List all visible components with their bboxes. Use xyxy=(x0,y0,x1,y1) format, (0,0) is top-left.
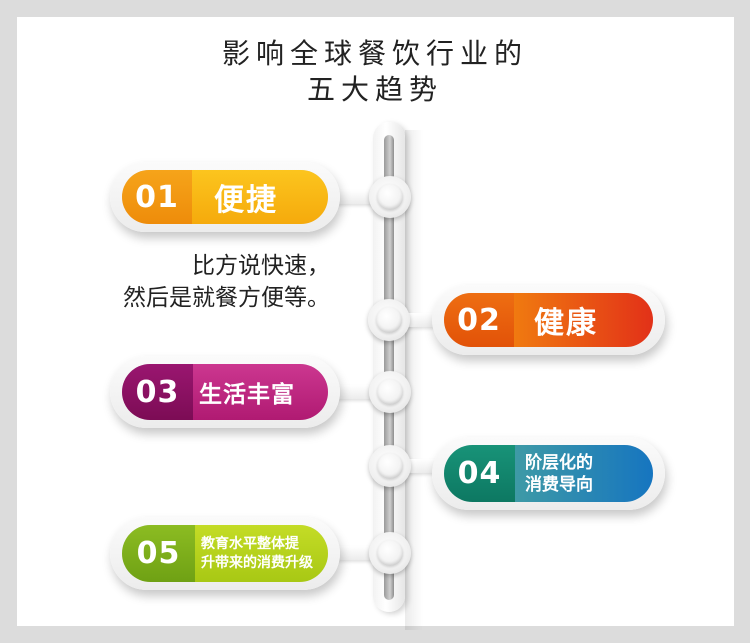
timeline-node-01 xyxy=(369,176,411,218)
trend-pill-02-inner: 02 健康 xyxy=(444,293,653,347)
trend-label: 阶层化的 消费导向 xyxy=(515,445,653,502)
title-line-1: 影响全球餐饮行业的 xyxy=(221,37,528,70)
timeline-node-05 xyxy=(369,532,411,574)
trend-label: 教育水平整体提 升带来的消费升级 xyxy=(195,525,328,582)
connector-04 xyxy=(402,459,438,473)
trend-label: 便捷 xyxy=(192,170,328,224)
trend-pill-01-inner: 01 便捷 xyxy=(122,170,328,224)
title-line-2: 五大趋势 xyxy=(306,73,443,106)
trend-pill-03-inner: 03 生活丰富 xyxy=(122,364,328,420)
trend-pill-05-inner: 05 教育水平整体提 升带来的消费升级 xyxy=(122,525,328,582)
trend-label-line-1: 教育水平整体提 xyxy=(201,535,299,552)
trend-label: 生活丰富 xyxy=(193,364,328,420)
connector-02 xyxy=(402,313,438,327)
trend-pill-01: 01 便捷 xyxy=(110,162,340,232)
timeline-node-03 xyxy=(369,371,411,413)
timeline-node-04 xyxy=(369,445,411,487)
trend-01-description: 比方说快速， 然后是就餐方便等。 xyxy=(60,250,330,314)
description-line-2: 然后是就餐方便等。 xyxy=(123,285,330,311)
trend-pill-05: 05 教育水平整体提 升带来的消费升级 xyxy=(110,517,340,590)
trend-number: 01 xyxy=(122,170,192,224)
trend-label: 健康 xyxy=(514,293,653,347)
trend-pill-03: 03 生活丰富 xyxy=(110,356,340,428)
timeline-node-02 xyxy=(368,299,410,341)
trend-pill-04-inner: 04 阶层化的 消费导向 xyxy=(444,445,653,502)
rail-shadow xyxy=(405,130,423,630)
trend-number: 04 xyxy=(444,445,515,502)
trend-pill-04: 04 阶层化的 消费导向 xyxy=(432,437,665,510)
trend-pill-02: 02 健康 xyxy=(432,285,665,355)
trend-number: 03 xyxy=(122,364,193,420)
trend-label-line-1: 阶层化的 xyxy=(525,452,593,473)
description-line-1: 比方说快速， xyxy=(192,253,330,279)
trend-label-line-2: 消费导向 xyxy=(525,474,593,495)
trend-label-line-2: 升带来的消费升级 xyxy=(201,554,313,571)
connector-01 xyxy=(336,190,376,204)
trend-number: 05 xyxy=(122,525,195,582)
connector-05 xyxy=(336,546,376,560)
trend-number: 02 xyxy=(444,293,514,347)
timeline-rail-groove xyxy=(384,135,394,600)
connector-03 xyxy=(336,385,376,399)
